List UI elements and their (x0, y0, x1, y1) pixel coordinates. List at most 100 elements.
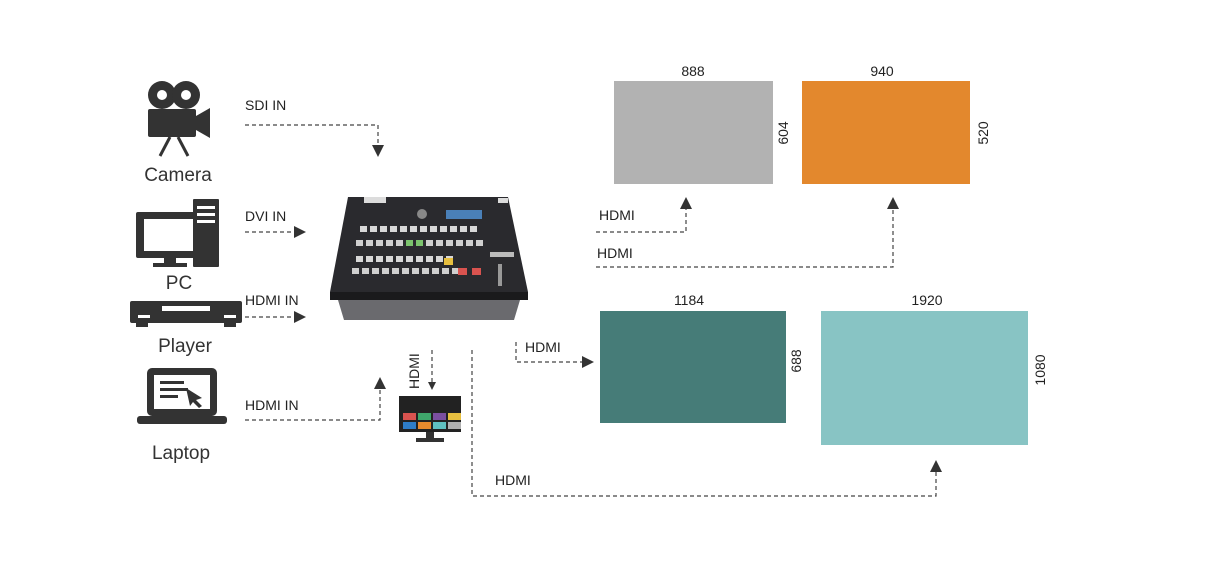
switcher-button (386, 256, 393, 262)
switcher-button (458, 268, 467, 275)
hdmi-out-4-label: HDMI (495, 472, 531, 488)
hdmi-out-3-label: HDMI (525, 339, 561, 355)
multiview-cell (433, 413, 446, 420)
sdi-in-line (245, 124, 379, 146)
switcher-button (432, 268, 439, 274)
switcher-button (362, 268, 369, 274)
switcher-button (396, 240, 403, 246)
switcher-button (390, 226, 397, 232)
screen-1920x1080-height: 1080 (1032, 354, 1048, 385)
player-label: Player (158, 336, 213, 357)
screen-1920x1080 (821, 311, 1028, 445)
multiview-cell (403, 422, 416, 429)
switcher-button (426, 256, 433, 262)
hdmi-monitor-label: HDMI (406, 353, 422, 389)
hdmi-in-laptop-line (245, 388, 381, 421)
hdmi-monitor-arrow (428, 382, 436, 390)
screen-940x520-height: 520 (975, 121, 991, 145)
switcher-button (422, 268, 429, 274)
laptop-icon (137, 368, 227, 424)
switcher-button (450, 226, 457, 232)
hdmi-out-1-line (596, 208, 687, 233)
switcher-button (392, 268, 399, 274)
switcher-button (416, 256, 423, 262)
dvi-in-label: DVI IN (245, 208, 286, 224)
switcher-button (436, 256, 443, 262)
switcher-button (402, 268, 409, 274)
switcher-button (366, 256, 373, 262)
hdmi-out-2-arrow (887, 197, 899, 209)
hdmi-out-3-line (515, 342, 582, 363)
switcher-button (400, 226, 407, 232)
switcher-button (416, 240, 423, 246)
switcher-button (410, 226, 417, 232)
switcher-button (356, 256, 363, 262)
hdmi-out-1-label: HDMI (599, 207, 635, 223)
preview-monitor (399, 396, 461, 442)
sdi-in-label: SDI IN (245, 97, 286, 113)
hdmi-in-laptop-arrow (374, 377, 386, 389)
hdmi-out-2-label: HDMI (597, 245, 633, 261)
screen-1184x688-height: 688 (788, 349, 804, 373)
hdmi-out-2-line (596, 208, 894, 268)
hdmi-out-1-arrow (680, 197, 692, 209)
switcher-button (444, 258, 453, 265)
multiview-cell (433, 422, 446, 429)
multiview-cell (418, 413, 431, 420)
pc-label: PC (166, 273, 192, 294)
switcher-button (460, 226, 467, 232)
hdmi-in-laptop-label: HDMI IN (245, 397, 299, 413)
switcher-button (430, 226, 437, 232)
laptop-label: Laptop (152, 443, 210, 464)
switcher-button (360, 226, 367, 232)
screen-888x604-height: 604 (775, 121, 791, 145)
screen-1184x688-width: 1184 (674, 292, 704, 308)
pc-icon (136, 199, 219, 267)
switcher-button (382, 268, 389, 274)
screen-888x604-width: 888 (681, 63, 705, 79)
hdmi-in-player-label: HDMI IN (245, 292, 299, 308)
hdmi-out-4-line (471, 350, 937, 497)
multiview-cell (448, 413, 461, 420)
switcher-button (436, 240, 443, 246)
switcher-button (406, 240, 413, 246)
switcher-button (352, 268, 359, 274)
switcher-button (472, 268, 481, 275)
switcher-button (420, 226, 427, 232)
switcher-button (376, 256, 383, 262)
multiview-cell (448, 422, 461, 429)
hdmi-out-3-arrow (582, 356, 594, 368)
hdmi-out-4-arrow (930, 460, 942, 472)
screen-940x520-width: 940 (870, 63, 894, 79)
multiview-cell (418, 422, 431, 429)
switcher-button (372, 268, 379, 274)
player-icon (130, 301, 242, 327)
switcher-button (380, 226, 387, 232)
multiview-cell (403, 413, 416, 420)
camera-label: Camera (144, 165, 212, 186)
switcher-button (370, 226, 377, 232)
switcher-button (446, 240, 453, 246)
switcher-button (366, 240, 373, 246)
screen-888x604 (614, 81, 773, 184)
dvi-in-arrow (294, 226, 306, 238)
switcher-button (412, 268, 419, 274)
switcher-button (426, 240, 433, 246)
switcher-button (466, 240, 473, 246)
switcher-button (440, 226, 447, 232)
switcher-button (376, 240, 383, 246)
sdi-in-arrow (372, 145, 384, 157)
screen-1184x688 (600, 311, 786, 423)
screen-940x520 (802, 81, 970, 184)
switcher-button (356, 240, 363, 246)
switcher-button (476, 240, 483, 246)
switcher-button (456, 240, 463, 246)
switcher-button (386, 240, 393, 246)
switcher-button (396, 256, 403, 262)
switcher-button (452, 268, 459, 274)
screen-1920x1080-width: 1920 (911, 292, 942, 308)
camera-icon (148, 81, 210, 157)
switcher-button (442, 268, 449, 274)
switcher-button (406, 256, 413, 262)
